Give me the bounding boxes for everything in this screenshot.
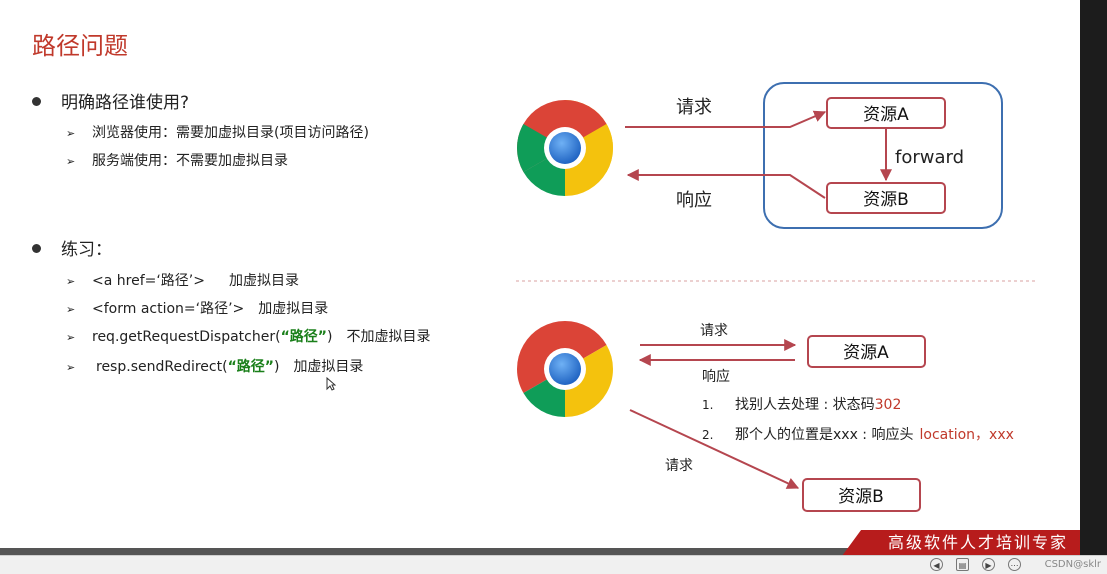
redirect-resource-b-label: 资源B xyxy=(838,487,884,507)
prev-icon[interactable]: ◀ xyxy=(930,558,943,571)
diagrams: 请求 响应 资源A 资源B forward 请求 响应 资源A 资源B 1. 找… xyxy=(516,82,1035,512)
resource-b-box xyxy=(826,182,946,214)
bullet-path-usage: 明确路径谁使用? xyxy=(32,88,189,113)
redirect-second-request-label: 请求 xyxy=(665,458,693,474)
code-text: resp.sendRedirect( xyxy=(96,359,228,375)
list-item: ➢ <form action=‘路径’> 加虚拟目录 xyxy=(66,298,328,318)
arrow-bullet-icon: ➢ xyxy=(66,303,76,316)
arrow-bullet-icon: ➢ xyxy=(66,361,76,374)
step-1-number: 1. xyxy=(702,398,713,412)
footer-bar xyxy=(0,548,1080,555)
server-container xyxy=(763,82,1003,229)
code-text: ) xyxy=(273,359,280,375)
arrow-bullet-icon: ➢ xyxy=(66,155,76,168)
resource-b-label: 资源B xyxy=(863,190,909,210)
step-1-text: 找别人去处理 : 状态码302 xyxy=(735,397,901,413)
bullet-label: 练习： xyxy=(61,240,112,260)
redirect-response-label: 响应 xyxy=(702,368,730,385)
list-item: ➢ 浏览器使用：需要加虚拟目录(项目访问路径) xyxy=(66,122,369,142)
note-text: 加虚拟目录 xyxy=(293,359,364,375)
bullet-dot xyxy=(32,243,41,253)
response-label: 响应 xyxy=(676,190,712,211)
redirect-resource-a-box xyxy=(807,335,926,368)
code-text: req.getRequestDispatcher( xyxy=(92,329,281,345)
list-item: ➢ <a href=‘路径’> 加虚拟目录 xyxy=(66,270,299,290)
bullet-practice: 练习： xyxy=(32,235,112,260)
code-text: <a href=‘路径’> xyxy=(92,273,205,289)
response-arrow xyxy=(626,169,826,199)
redirect-request-label: 请求 xyxy=(700,323,728,339)
list-item: ➢ 服务端使用：不需要加虚拟目录 xyxy=(66,150,288,170)
redirect-resource-b-box xyxy=(802,478,921,512)
path-highlight: “路径” xyxy=(280,329,327,345)
arrow-bullet-icon: ➢ xyxy=(66,127,76,140)
code-text: <form action=‘路径’> xyxy=(92,301,245,317)
redirect-resource-a-label: 资源A xyxy=(843,343,889,363)
list-item: ➢ resp.sendRedirect(“路径”) 加虚拟目录 xyxy=(66,356,363,376)
arrow-bullet-icon: ➢ xyxy=(66,275,76,288)
bullet-label: 明确路径谁使用? xyxy=(61,93,190,113)
more-icon[interactable]: ⋯ xyxy=(1008,558,1021,571)
path-highlight: “路径” xyxy=(227,359,274,375)
right-edge-strip xyxy=(1080,0,1107,574)
resource-a-label: 资源A xyxy=(863,105,909,125)
redirect-second-request-arrow xyxy=(629,409,800,489)
brand-banner: 高级软件人才培训专家 xyxy=(842,530,1080,556)
watermark: CSDN@sklr xyxy=(1044,559,1101,570)
slide: 路径问题 明确路径谁使用? ➢ 浏览器使用：需要加虚拟目录(项目访问路径) ➢ 服务… xyxy=(32,32,1035,512)
request-label: 请求 xyxy=(676,97,712,118)
request-arrow xyxy=(625,110,827,128)
list-item: ➢ req.getRequestDispatcher(“路径”) 不加虚拟目录 xyxy=(66,326,430,346)
notes-icon[interactable]: ▤ xyxy=(956,558,969,571)
next-icon[interactable]: ▶ xyxy=(982,558,995,571)
page-title: 路径问题 xyxy=(32,32,128,60)
cursor-icon xyxy=(326,377,336,391)
forward-label: forward xyxy=(895,147,964,168)
list-item-text: 浏览器使用：需要加虚拟目录(项目访问路径) xyxy=(92,125,369,141)
note-text: 加虚拟目录 xyxy=(228,273,299,289)
list-item-text: 服务端使用：不需要加虚拟目录 xyxy=(92,153,288,169)
note-text: 加虚拟目录 xyxy=(258,301,329,317)
player-controls: ◀ ▤ ▶ ⋯ CSDN@sklr xyxy=(0,555,1107,574)
bullet-dot xyxy=(32,96,41,106)
code-text: ) xyxy=(326,329,333,345)
arrow-bullet-icon: ➢ xyxy=(66,331,76,344)
chrome-logo-icon xyxy=(516,100,614,196)
step-2-number: 2. xyxy=(702,428,713,442)
chrome-logo-icon xyxy=(516,321,614,417)
note-text: 不加虚拟目录 xyxy=(346,329,431,345)
